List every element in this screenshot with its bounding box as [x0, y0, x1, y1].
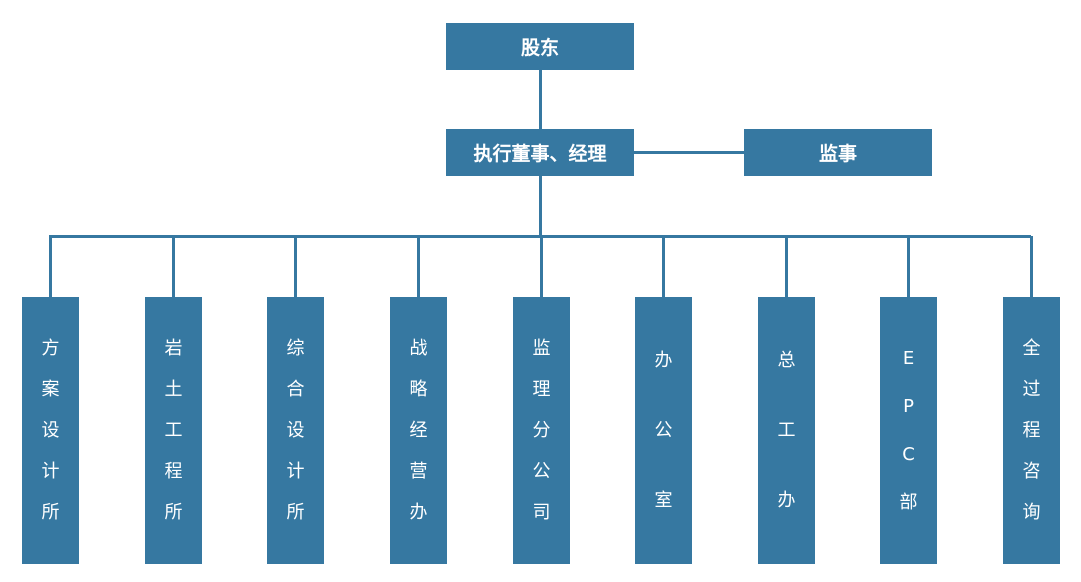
department-box: 总工办 [758, 297, 815, 564]
department-box: 战略经营办 [390, 297, 447, 564]
department-label: 监理分公司 [532, 338, 551, 523]
connector-shareholder-executive [539, 69, 542, 130]
executive-box: 执行董事、经理 [446, 129, 634, 176]
shareholder-box: 股东 [446, 23, 634, 70]
connector-drop-7 [785, 236, 788, 298]
shareholder-label: 股东 [520, 37, 559, 59]
connector-drop-6 [662, 236, 665, 298]
executive-label: 执行董事、经理 [473, 143, 607, 165]
department-box: 岩土工程所 [145, 297, 202, 564]
department-box: 监理分公司 [513, 297, 570, 564]
connector-drop-3 [294, 236, 297, 298]
supervisor-box: 监事 [744, 129, 932, 176]
connector-drop-4 [417, 236, 420, 298]
department-box: 方案设计所 [22, 297, 79, 564]
department-label: 综合设计所 [286, 338, 305, 523]
connector-executive-bus [539, 175, 542, 237]
connector-drop-8 [907, 236, 910, 298]
supervisor-label: 监事 [818, 143, 857, 165]
department-box: 全过程咨询 [1003, 297, 1060, 564]
department-box: 办公室 [635, 297, 692, 564]
connector-drop-9 [1030, 236, 1033, 298]
department-label: 岩土工程所 [164, 338, 183, 523]
department-box: 综合设计所 [267, 297, 324, 564]
department-label: 办公室 [654, 349, 673, 511]
connector-drop-5 [540, 236, 543, 298]
department-label: 战略经营办 [409, 338, 428, 523]
department-label: 总工办 [777, 349, 796, 511]
department-label: 方案设计所 [41, 338, 60, 523]
connector-drop-1 [49, 236, 52, 298]
connector-drop-2 [172, 236, 175, 298]
connector-executive-supervisor [633, 151, 745, 154]
department-label: 全过程咨询 [1022, 338, 1041, 523]
